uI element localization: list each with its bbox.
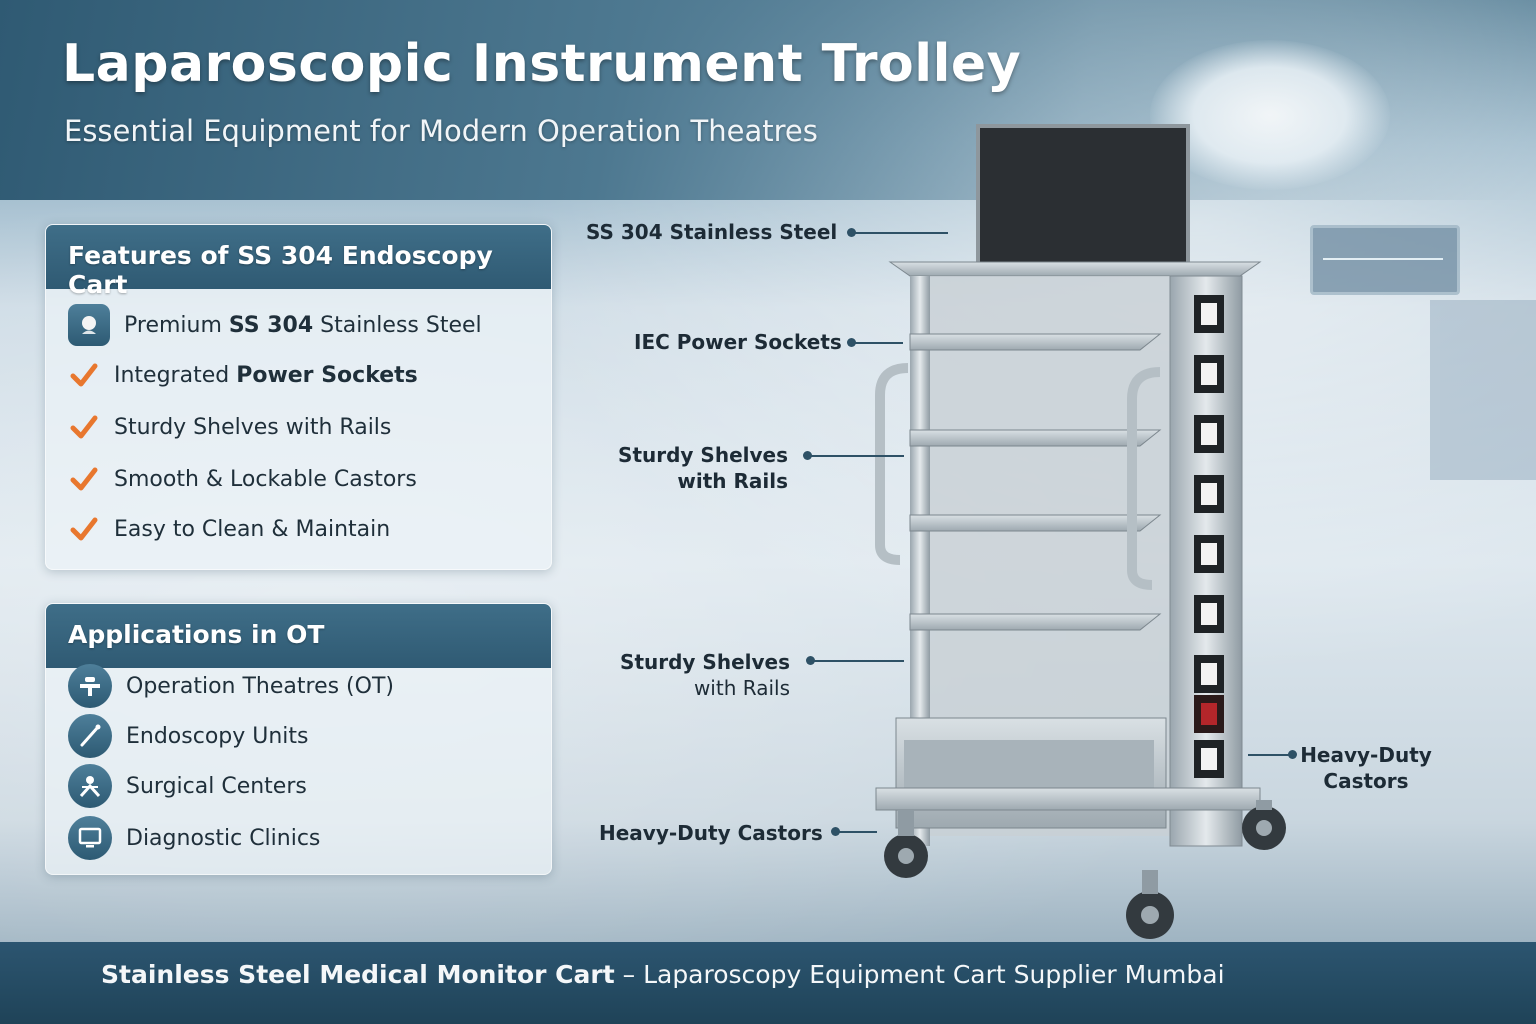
monitor-icon: [68, 816, 112, 860]
steel-badge-icon: [68, 304, 110, 346]
application-item: Diagnostic Clinics: [68, 816, 320, 860]
callout-line: [853, 232, 948, 234]
operating-table-icon: [68, 664, 112, 708]
check-icon: [68, 463, 100, 495]
callout-dot: [1288, 750, 1297, 759]
application-item: Surgical Centers: [68, 764, 307, 808]
check-icon: [68, 513, 100, 545]
features-heading: Features of SS 304 Endoscopy Cart: [46, 225, 551, 299]
page-title: Laparoscopic Instrument Trolley: [62, 34, 1022, 94]
background-vitals-monitor: [1310, 225, 1460, 295]
callout-line: [812, 660, 904, 662]
callout-line: [837, 831, 877, 833]
surgeon-icon: [68, 764, 112, 808]
feature-item: Sturdy Shelves with Rails: [68, 407, 391, 447]
callout-steel: SS 304 Stainless Steel: [586, 220, 838, 244]
check-icon: [68, 359, 100, 391]
page-subtitle: Essential Equipment for Modern Operation…: [64, 114, 818, 148]
callout-line: [809, 455, 904, 457]
endoscope-icon: [68, 714, 112, 758]
feature-item: Premium SS 304 Stainless Steel: [68, 304, 482, 346]
background-cabinet: [1430, 300, 1536, 480]
callout-line: [853, 342, 903, 344]
trolley-monitor: [976, 124, 1190, 276]
features-panel: Features of SS 304 Endoscopy Cart Premiu…: [45, 224, 552, 570]
callout-castors-left: Heavy-Duty Castors: [599, 821, 823, 845]
application-item: Operation Theatres (OT): [68, 664, 394, 708]
application-item: Endoscopy Units: [68, 714, 309, 758]
footer-caption: Stainless Steel Medical Monitor Cart – L…: [101, 960, 1225, 989]
applications-heading: Applications in OT: [46, 604, 551, 668]
trolley-shelves: [909, 333, 1162, 631]
callout-dot: [847, 228, 856, 237]
power-socket-column: [1194, 295, 1224, 778]
callout-line: [1248, 754, 1292, 756]
trolley-castors: [884, 800, 1286, 939]
callout-dot: [847, 338, 856, 347]
feature-item: Smooth & Lockable Castors: [68, 459, 417, 499]
callout-sockets: IEC Power Sockets: [634, 330, 842, 354]
applications-panel: Applications in OT Operation Theatres (O…: [45, 603, 552, 875]
trolley-illustration: [875, 124, 1286, 939]
callout-dot: [831, 827, 840, 836]
callout-dot: [803, 451, 812, 460]
check-icon: [68, 411, 100, 443]
footer-band: [0, 942, 1536, 1024]
callout-dot: [806, 656, 815, 665]
feature-item: Easy to Clean & Maintain: [68, 509, 390, 549]
feature-item: Integrated Power Sockets: [68, 355, 418, 395]
